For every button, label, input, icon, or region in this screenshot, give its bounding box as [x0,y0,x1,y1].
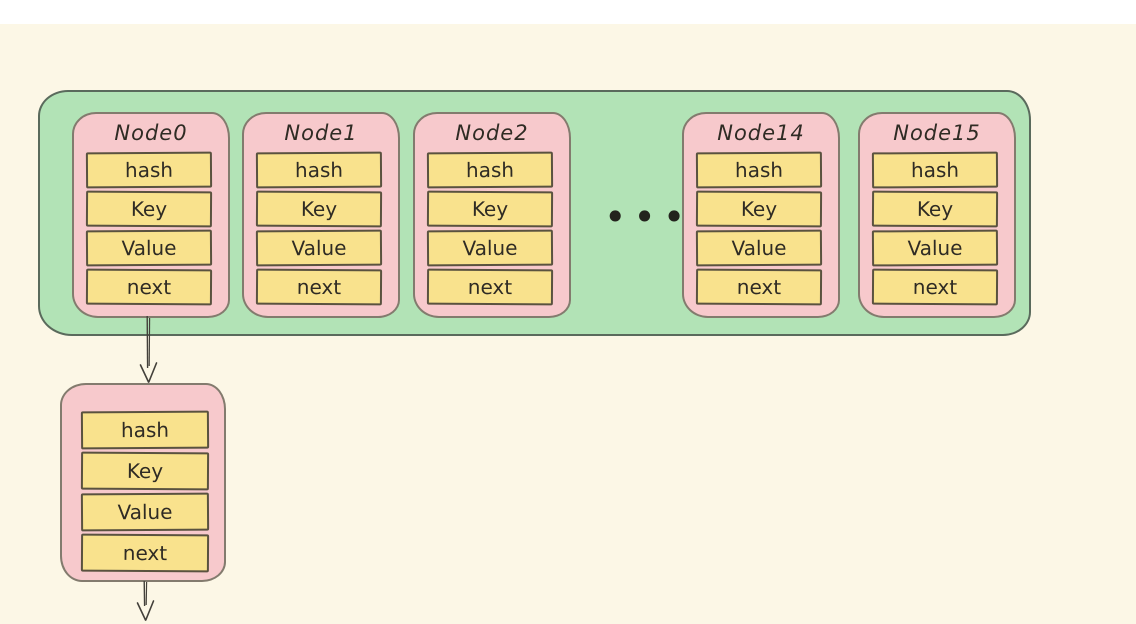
node-fields: hash Key Value next [695,151,823,306]
node-fields: hash Key Value next [426,151,554,306]
bucket-node-0: Node0 hash Key Value next [72,112,230,318]
field-value: Value [426,229,554,267]
field-next: next [871,268,999,306]
bucket-node-15: Node15 hash Key Value next [858,112,1016,318]
node-title: Node15 [893,121,981,145]
field-hash: hash [85,151,213,189]
node-title: Node2 [455,121,529,145]
node-title: Node1 [284,121,358,145]
field-value: Value [695,229,823,267]
bucket-node-2: Node2 hash Key Value next [413,112,571,318]
field-next: next [255,268,383,306]
arrow-down-icon [136,581,155,621]
chained-node: hash Key Value next [60,383,226,582]
field-hash: hash [255,151,383,189]
bucket-node-1: Node1 hash Key Value next [242,112,400,318]
field-hash: hash [80,410,210,450]
field-key: Key [426,190,554,228]
field-key: Key [85,190,213,228]
field-next: next [695,268,823,306]
field-key: Key [80,451,210,491]
top-margin-strip [0,0,1136,24]
field-value: Value [85,229,213,267]
node-fields: hash Key Value next [871,151,999,306]
arrow-down-icon [139,316,158,383]
field-value: Value [871,229,999,267]
bucket-node-14: Node14 hash Key Value next [682,112,840,318]
field-hash: hash [695,151,823,189]
field-hash: hash [426,151,554,189]
node-title: Node14 [717,121,805,145]
field-hash: hash [871,151,999,189]
node-fields: hash Key Value next [85,151,213,306]
ellipsis-dots: ••• [604,195,693,239]
field-next: next [426,268,554,306]
field-key: Key [871,190,999,228]
field-key: Key [695,190,823,228]
field-next: next [80,533,210,573]
node-fields: hash Key Value next [255,151,383,306]
node-fields: hash Key Value next [80,410,210,573]
field-value: Value [255,229,383,267]
node-title: Node0 [114,121,188,145]
field-value: Value [80,492,210,532]
field-next: next [85,268,213,306]
field-key: Key [255,190,383,228]
